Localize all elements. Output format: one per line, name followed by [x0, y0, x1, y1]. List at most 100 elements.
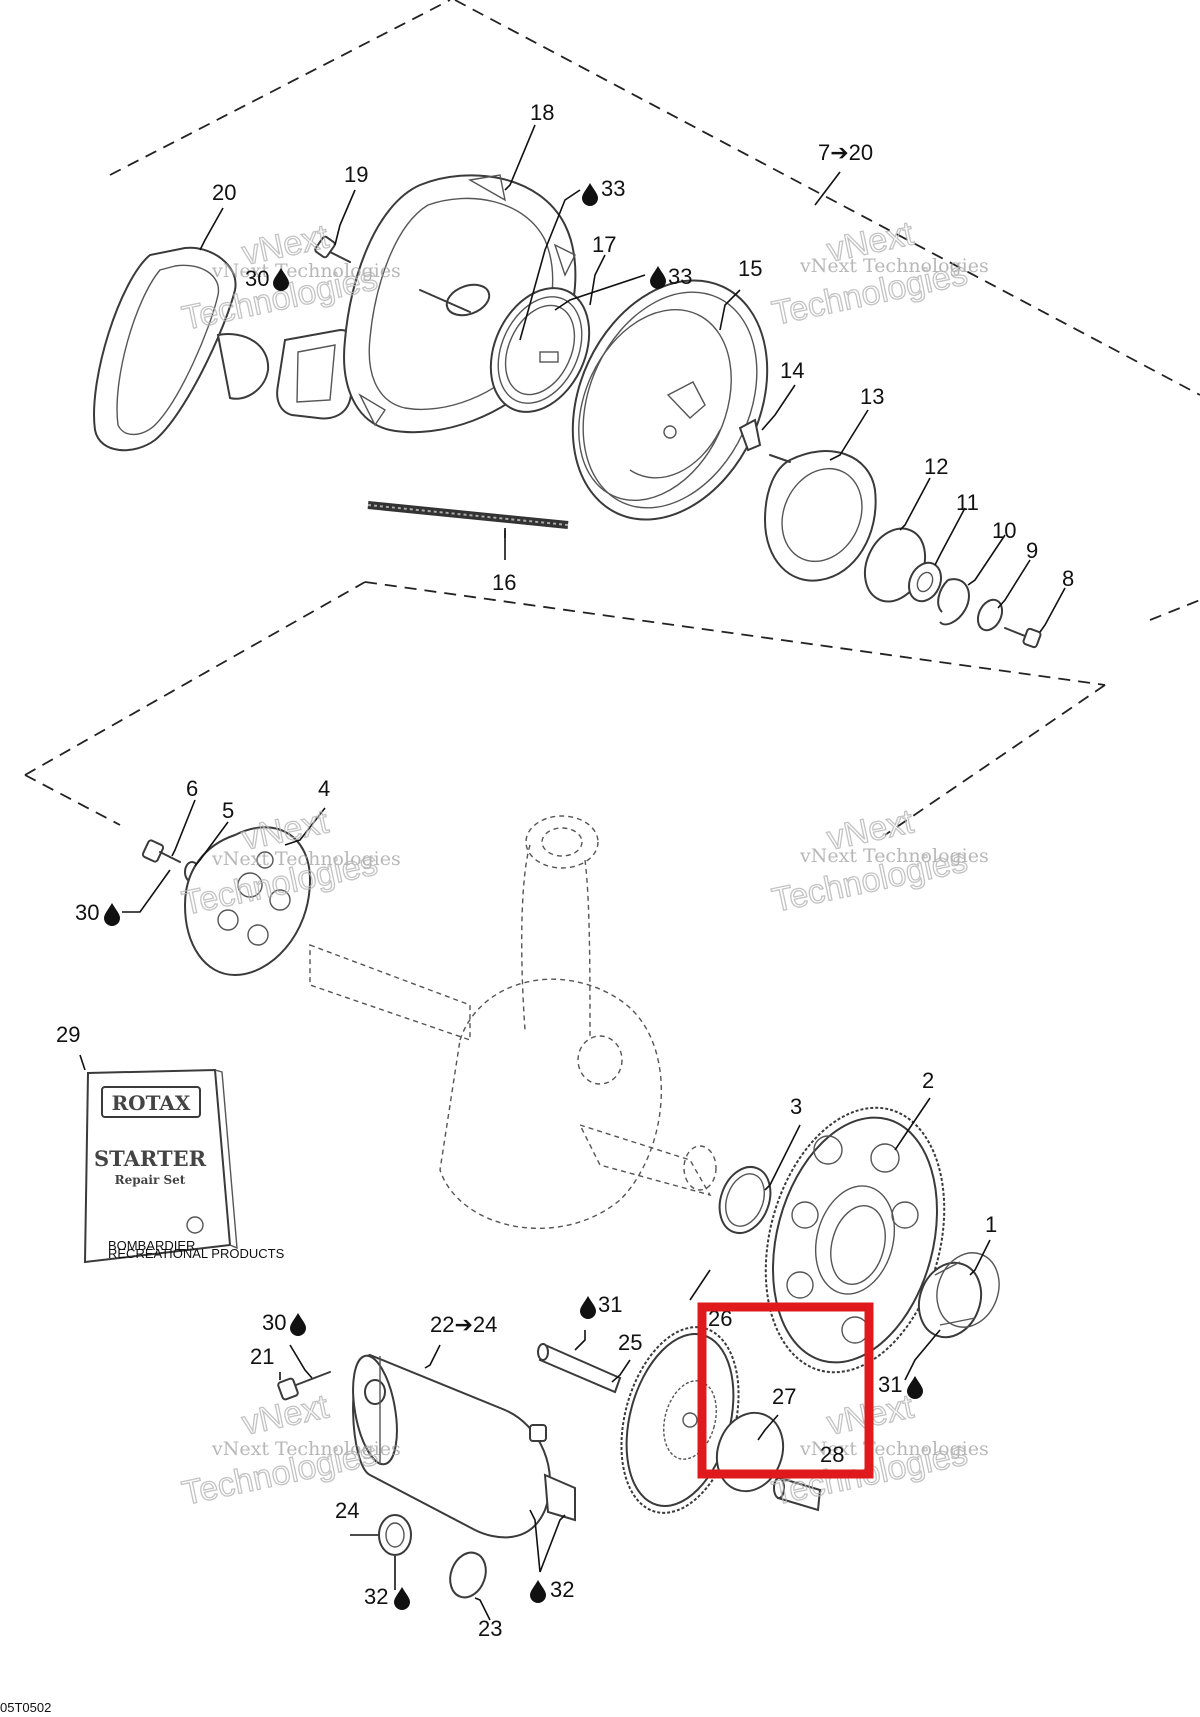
callout-label: 27: [772, 1384, 796, 1409]
oil-seal-24-part: [378, 1514, 412, 1556]
watermark-text: vNext Technologies: [211, 1438, 401, 1460]
callout-label: 17: [592, 232, 616, 257]
booklet-brand: ROTAX: [112, 1091, 191, 1115]
callout-label: 21: [250, 1344, 274, 1369]
callout-30c: 30: [262, 1310, 306, 1336]
oil-drop-icon: [104, 903, 120, 926]
callout-label: 16: [492, 570, 516, 595]
watermark-text: vNext Technologies: [211, 260, 401, 282]
drive-plate-part: [763, 450, 877, 582]
callout-label: 14: [780, 358, 804, 383]
watermark-text: vNext Technologies: [799, 1438, 989, 1460]
o-ring-23-part: [449, 1551, 487, 1599]
assembly-boundary-bottom: [24, 581, 1106, 836]
starter-drive-gear-part: [764, 1106, 946, 1374]
recoil-spring-part: [489, 287, 591, 413]
callout-label: 33: [668, 264, 692, 289]
callout-label: 9: [1026, 538, 1038, 563]
leader-lines: [79, 124, 1066, 1621]
callout-label: 23: [478, 1616, 502, 1641]
oil-drop-icon: [273, 268, 289, 291]
watermark-text: vNext: [239, 1387, 332, 1442]
callout-31a: 31: [580, 1292, 622, 1319]
oil-drop-icon: [582, 183, 598, 206]
drawing-code: 05T0502: [0, 1700, 51, 1715]
callout-labels: 18 19 20 7➔20 33 17 33 15 30 14 13 12 11…: [56, 100, 1074, 1641]
callout-label: 13: [860, 384, 884, 409]
oil-drop-icon: [907, 1376, 923, 1399]
callout-30b: 30: [75, 900, 120, 926]
callout-label: 19: [344, 162, 368, 187]
callout-label: 25: [618, 1330, 642, 1355]
watermark-top-right: vNext vNext Technologies Technologies: [768, 214, 989, 334]
callout-label: 6: [186, 776, 198, 801]
booklet-maker: BOMBARDIER: [108, 1238, 195, 1253]
callout-30a: 30: [245, 266, 289, 291]
callout-33a: 33: [582, 176, 625, 206]
needle-bearing-part: [917, 1252, 1000, 1339]
o-ring-3-part: [718, 1166, 772, 1234]
callout-label: 11: [956, 490, 979, 515]
starter-rope-part: [367, 501, 569, 529]
callout-label: 32: [550, 1577, 574, 1602]
starter-motor-part: [352, 1353, 576, 1539]
callout-33b: 33: [650, 264, 692, 289]
highlight-box: [697, 1302, 874, 1479]
pin-25-part: [537, 1343, 622, 1394]
rope-handle-part: [93, 246, 270, 452]
watermark-bottom-right: vNext vNext Technologies Technologies: [768, 1387, 989, 1514]
screw-8-part: [1004, 627, 1042, 649]
watermark-mid-right: vNext vNext Technologies Technologies: [768, 802, 989, 921]
screw-19-part: [314, 235, 351, 263]
circlip-10-part: [937, 578, 970, 626]
callout-label: 30: [245, 266, 269, 291]
oil-drop-icon: [290, 1313, 306, 1336]
watermark-text: vNext Technologies: [799, 255, 989, 277]
callout-label: 3: [790, 1094, 802, 1119]
callout-label: 22➔24: [430, 1312, 497, 1337]
washer-9-part: [976, 598, 1004, 632]
pawl-14-part: [738, 418, 762, 452]
callout-label: 28: [820, 1442, 844, 1467]
callout-label: 8: [1062, 566, 1074, 591]
callout-label: 31: [598, 1292, 622, 1317]
trigger-wheel-part: [183, 826, 312, 977]
callout-label: 32: [364, 1584, 388, 1609]
booklet-title: STARTER: [94, 1146, 207, 1171]
watermark-text: vNext Technologies: [799, 845, 989, 867]
crankshaft-reference: [309, 815, 717, 1230]
oil-drop-icon: [650, 266, 666, 289]
callout-label: 24: [335, 1498, 359, 1523]
callout-label: 31: [878, 1372, 902, 1397]
callout-label: 7➔20: [818, 140, 873, 165]
callout-label: 15: [738, 256, 762, 281]
callout-label: 1: [985, 1212, 997, 1237]
oil-drop-icon: [530, 1580, 546, 1603]
repair-set-booklet-part: ROTAX STARTER Repair Set BOMBARDIER RECR…: [83, 1068, 285, 1264]
callout-31b: 31: [878, 1372, 923, 1399]
callout-label: 5: [222, 798, 234, 823]
callout-label: 33: [601, 176, 625, 201]
callout-label: 18: [530, 100, 554, 125]
watermark-text: vNext Technologies: [211, 848, 401, 870]
callout-label: 2: [922, 1068, 934, 1093]
callout-32a: 32: [364, 1584, 410, 1610]
bushing-11-part: [907, 561, 943, 603]
oil-drop-icon: [394, 1587, 410, 1610]
bolt-6-part: [141, 839, 181, 863]
callout-label: 20: [212, 180, 236, 205]
shaft-28-part: [773, 1476, 822, 1512]
assembly-boundary-top: [109, 0, 1200, 621]
screw-21-part: [277, 1371, 331, 1401]
booklet-subtitle: Repair Set: [115, 1173, 186, 1187]
callout-32b: 32: [530, 1577, 574, 1603]
oil-drop-icon: [580, 1296, 596, 1319]
callout-label: 29: [56, 1022, 80, 1047]
callout-label: 10: [992, 518, 1016, 543]
callout-label: 30: [262, 1310, 286, 1335]
booklet-maker-sub: RECREATIONAL PRODUCTS: [108, 1246, 285, 1261]
callout-label: 4: [318, 776, 330, 801]
callout-label: 30: [75, 900, 99, 925]
rope-pulley-part: [571, 279, 769, 521]
